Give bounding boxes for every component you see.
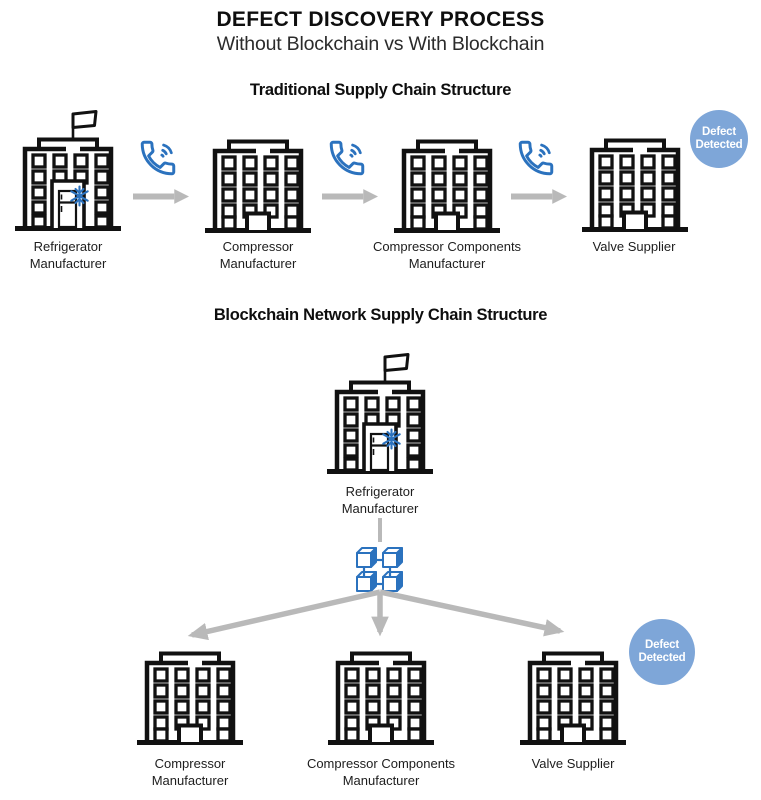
defect-detected-badge: Defect Detected (690, 110, 748, 168)
node-label-valve-supplier: Valve Supplier (592, 239, 676, 254)
blockchain-connector-line (378, 518, 382, 542)
defect-detected-badge: Defect Detected (629, 619, 695, 685)
node-label-compressor-components-manufacturer: Compressor Components Manufacturer (372, 239, 522, 271)
node-label-refrigerator-manufacturer: Refrigerator Manufacturer (29, 239, 107, 271)
building-icon (520, 647, 626, 747)
blockchain-section-heading: Blockchain Network Supply Chain Structur… (213, 306, 548, 324)
node-label-compressor-manufacturer: Compressor Manufacturer (151, 756, 229, 788)
page-title: DEFECT DISCOVERY PROCESS (216, 8, 545, 31)
building-icon (582, 134, 688, 234)
page-subtitle: Without Blockchain vs With Blockchain (216, 33, 545, 55)
arrow-right-icon (322, 188, 379, 205)
building-icon (328, 647, 434, 747)
traditional-section-heading: Traditional Supply Chain Structure (249, 81, 512, 99)
phone-call-icon (326, 137, 368, 179)
building-refrigerator-icon (15, 109, 121, 233)
building-icon (205, 135, 311, 235)
arrow-right-icon (133, 188, 190, 205)
node-label-valve-supplier: Valve Supplier (531, 756, 615, 771)
branch-arrows-icon (187, 589, 565, 641)
node-label-compressor-components-manufacturer: Compressor Components Manufacturer (306, 756, 456, 788)
building-refrigerator-icon (327, 352, 433, 476)
node-label-compressor-manufacturer: Compressor Manufacturer (219, 239, 297, 271)
node-label-refrigerator-manufacturer: Refrigerator Manufacturer (341, 484, 419, 516)
building-icon (137, 647, 243, 747)
phone-call-icon (515, 137, 557, 179)
phone-call-icon (137, 137, 179, 179)
arrow-right-icon (511, 188, 568, 205)
building-icon (394, 135, 500, 235)
